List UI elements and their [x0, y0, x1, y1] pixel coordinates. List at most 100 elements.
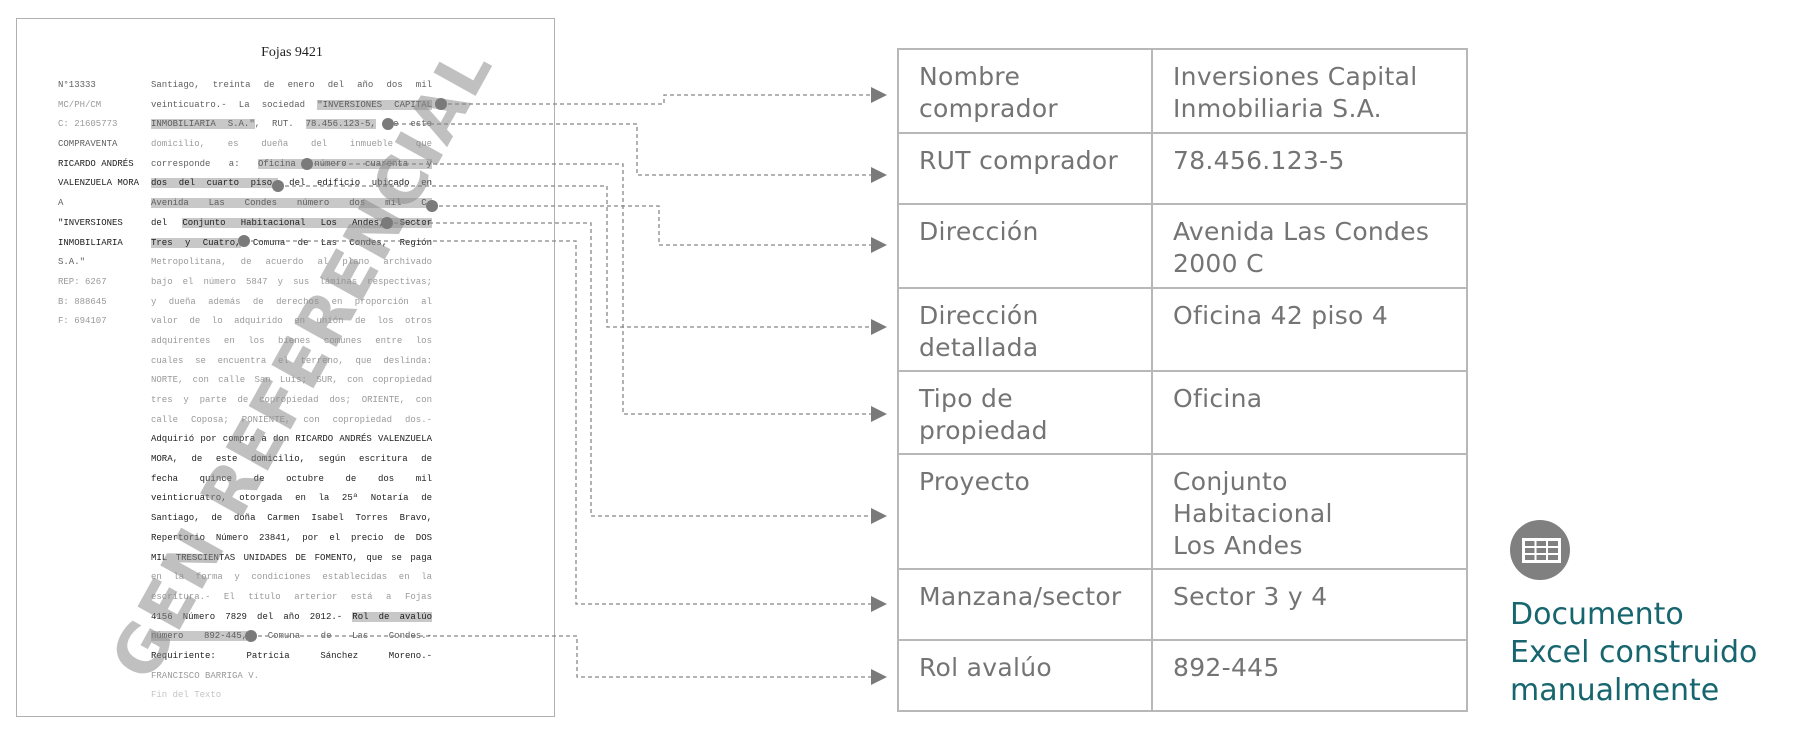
arrowhead-icon [871, 406, 887, 422]
document-line: escritura.- El título arterior está a Fo… [151, 588, 432, 608]
document-line: Fin del Texto [151, 686, 432, 706]
line-text: NORTE, con calle San Luis; SUR, con copr… [151, 375, 432, 386]
document-line: veinticruatro, otorgada en la 25ª Notarí… [151, 489, 432, 509]
field-label: Rol avalúo [897, 639, 1153, 712]
line-text: fecha quince de octubre de dos mil [151, 473, 432, 484]
line-text: Metropolitana, de acuerdo al plano archi… [151, 257, 432, 268]
line-text: adquirentes en los bienes comunes entre … [151, 335, 432, 346]
line-text: en la forma y condiciones establecidas e… [151, 572, 432, 583]
arrowhead-icon [871, 237, 887, 253]
highlighted-text: número 892-445, [151, 631, 248, 642]
line-text: del edificio ubicado en [277, 178, 432, 189]
line-text: bajo el número 5847 y sus láminas respec… [151, 276, 432, 287]
highlighted-text: Oficina número cuarenta y [258, 158, 432, 169]
arrowhead-icon [871, 596, 887, 612]
field-label: Nombre comprador [897, 48, 1153, 134]
field-label: RUT comprador [897, 132, 1153, 205]
line-text: , RUT. [254, 119, 306, 130]
document-line: del Conjunto Habitacional Los Andes, Sec… [151, 214, 432, 234]
document-line: Requiriente: Patricia Sánchez Moreno.- [151, 647, 432, 667]
line-text: 4156 Número 7829 del año 2012.- [151, 611, 353, 622]
margin-note: C: 21605773 [58, 119, 118, 130]
highlighted-text: dos del cuarto piso, [151, 178, 278, 189]
document-line: tres y parte de copropiedad dos; ORIENTE… [151, 391, 432, 411]
margin-note: S.A." [58, 257, 86, 268]
document-title: Fojas 9421 [261, 45, 323, 60]
result-caption-line: Documento [1510, 597, 1684, 632]
margin-note: B: 888645 [58, 296, 107, 307]
arrowhead-icon [871, 167, 887, 183]
line-text: y dueña además de derechos en proporción… [151, 296, 432, 307]
field-label: Proyecto [897, 453, 1153, 570]
arrowhead-icon [871, 87, 887, 103]
field-label: Dirección [897, 203, 1153, 289]
margin-note: MC/PH/CM [58, 99, 102, 110]
line-text: cuales se encuentra el terreno, que desl… [151, 355, 432, 366]
highlighted-text: 78.456.123-5, [305, 119, 376, 130]
document-line: calle Coposa; PONIENTE, con copropiedad … [151, 411, 432, 431]
line-text: Santiago, de doña Carmen Isabel Torres B… [151, 513, 432, 524]
document-line: 4156 Número 7829 del año 2012.- Rol de a… [151, 608, 432, 628]
margin-note: INMOBILIARIA [58, 237, 123, 248]
highlighted-text: Tres y Cuatro, [151, 237, 241, 248]
line-text: MIL TRESCIENTAS UNIDADES DE FOMENTO, que… [151, 552, 432, 563]
document-line: valor de lo adquirido en unión de los ot… [151, 312, 432, 332]
margin-note: RICARDO ANDRÉS [58, 158, 134, 169]
margin-note: F: 694107 [58, 316, 107, 327]
document-body: Santiago, treinta de enero del año dos m… [151, 76, 432, 706]
document-line: MIL TRESCIENTAS UNIDADES DE FOMENTO, que… [151, 549, 432, 569]
line-text: veinticruatro, otorgada en la 25ª Notarí… [151, 493, 432, 504]
field-value: Avenida Las Condes 2000 C [1151, 203, 1468, 289]
document-line: MORA, de este domicilio, según escritura… [151, 450, 432, 470]
field-label: Dirección detallada [897, 287, 1153, 372]
margin-note: REP: 6267 [58, 276, 107, 287]
line-text: calle Coposa; PONIENTE, con copropiedad … [151, 414, 432, 425]
line-text: Comuna de Las Condes.- [247, 631, 432, 642]
field-value: 78.456.123-5 [1151, 132, 1468, 205]
document-line: y dueña además de derechos en proporción… [151, 293, 432, 313]
result-caption-line: manualmente [1510, 673, 1720, 708]
document-line: cuales se encuentra el terreno, que desl… [151, 352, 432, 372]
line-text: corresponde a: [151, 158, 258, 169]
line-text: escritura.- El título arterior está a Fo… [151, 591, 432, 602]
document-line: Santiago, treinta de enero del año dos m… [151, 76, 432, 96]
field-value: Sector 3 y 4 [1151, 568, 1468, 641]
line-text: Repertorio Número 23841, por el precio d… [151, 532, 432, 543]
arrowhead-icon [871, 319, 887, 335]
result-caption-line: Excel construido [1510, 635, 1758, 670]
document-line: domicilio, es dueña del inmueble que [151, 135, 432, 155]
document-line: número 892-445, Comuna de Las Condes.- [151, 627, 432, 647]
line-text: de este [375, 119, 432, 130]
document-line: FRANCISCO BARRIGA V. [151, 667, 432, 687]
margin-note: VALENZUELA MORA [58, 178, 140, 189]
field-value: Oficina 42 piso 4 [1151, 287, 1468, 372]
result-caption: Documento Excel construido manualmente [1510, 596, 1757, 710]
document-line: Adquirió por compra a don RICARDO ANDRÉS… [151, 430, 432, 450]
highlighted-text: Rol de avalúo [352, 611, 432, 622]
line-text: MORA, de este domicilio, según escritura… [151, 454, 432, 465]
highlighted-text: Avenida Las Condes número dos mil C, [151, 198, 432, 209]
document-line: dos del cuarto piso, del edificio ubicad… [151, 174, 432, 194]
field-value: Inversiones Capital Inmobiliaria S.A. [1151, 48, 1468, 134]
line-text: veinticuatro.- La sociedad [151, 99, 318, 110]
document-line: veinticuatro.- La sociedad "INVERSIONES … [151, 96, 432, 116]
document-line: NORTE, con calle San Luis; SUR, con copr… [151, 371, 432, 391]
document-line: Repertorio Número 23841, por el precio d… [151, 529, 432, 549]
field-label: Manzana/sector [897, 568, 1153, 641]
line-text: Santiago, treinta de enero del año dos m… [151, 80, 432, 90]
margin-note: COMPRAVENTA [58, 139, 118, 150]
field-value: Conjunto Habitacional Los Andes [1151, 453, 1468, 570]
document-line: en la forma y condiciones establecidas e… [151, 568, 432, 588]
arrowhead-icon [871, 669, 887, 685]
line-text: valor de lo adquirido en unión de los ot… [151, 316, 432, 327]
margin-note: N°13333 [58, 80, 96, 90]
highlighted-text: INMOBILIARIA S.A." [151, 119, 255, 130]
document-line: Avenida Las Condes número dos mil C, [151, 194, 432, 214]
